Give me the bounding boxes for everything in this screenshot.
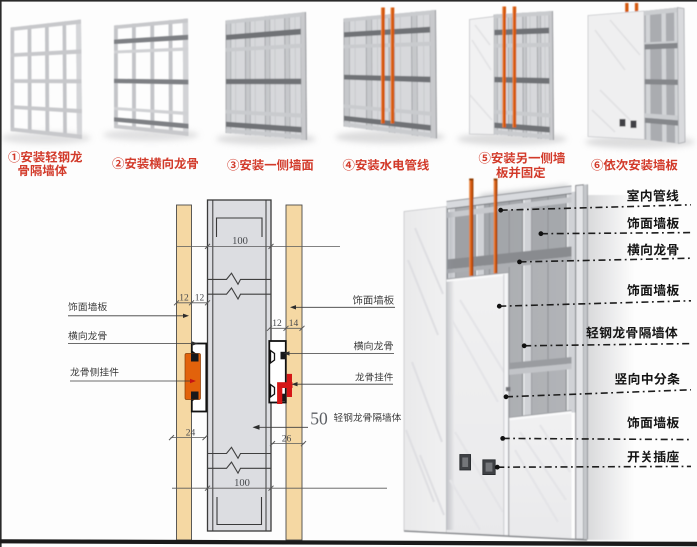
svg-text:24: 24 bbox=[186, 429, 196, 439]
svg-text:100: 100 bbox=[232, 236, 248, 247]
svg-text:26: 26 bbox=[282, 435, 292, 445]
svg-text:12: 12 bbox=[179, 294, 189, 304]
svg-text:14: 14 bbox=[289, 319, 299, 329]
svg-text:12: 12 bbox=[272, 319, 282, 329]
svg-text:100: 100 bbox=[234, 478, 250, 489]
svg-text:50: 50 bbox=[310, 409, 328, 429]
svg-text:12: 12 bbox=[195, 294, 205, 304]
